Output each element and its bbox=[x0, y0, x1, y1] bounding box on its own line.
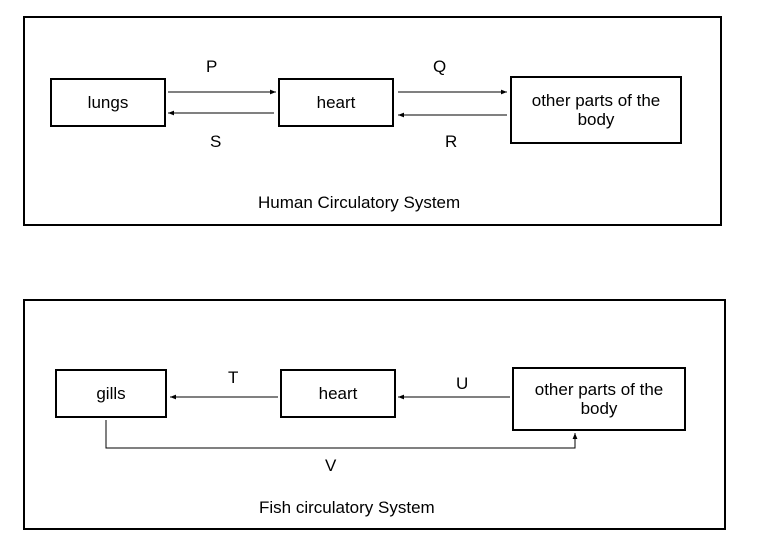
arrow-label-t: T bbox=[228, 368, 239, 387]
arrow-label-s: S bbox=[210, 132, 222, 151]
fish-caption: Fish circulatory System bbox=[259, 498, 435, 517]
human-body-box: other parts of the body bbox=[510, 76, 682, 144]
human-caption: Human Circulatory System bbox=[258, 193, 461, 212]
fish-body-box: other parts of the body bbox=[512, 367, 686, 431]
fish-heart-box: heart bbox=[280, 369, 396, 418]
lungs-box: lungs bbox=[50, 78, 166, 127]
arrow-label-q: Q bbox=[433, 57, 447, 76]
arrow-label-r: R bbox=[445, 132, 458, 151]
human-heart-box: heart bbox=[278, 78, 394, 127]
arrow-label-p: P bbox=[206, 57, 218, 76]
gills-box: gills bbox=[55, 369, 167, 418]
arrow-label-v: V bbox=[325, 456, 337, 475]
arrow-label-u: U bbox=[456, 374, 469, 393]
arrow-v bbox=[105, 420, 578, 449]
